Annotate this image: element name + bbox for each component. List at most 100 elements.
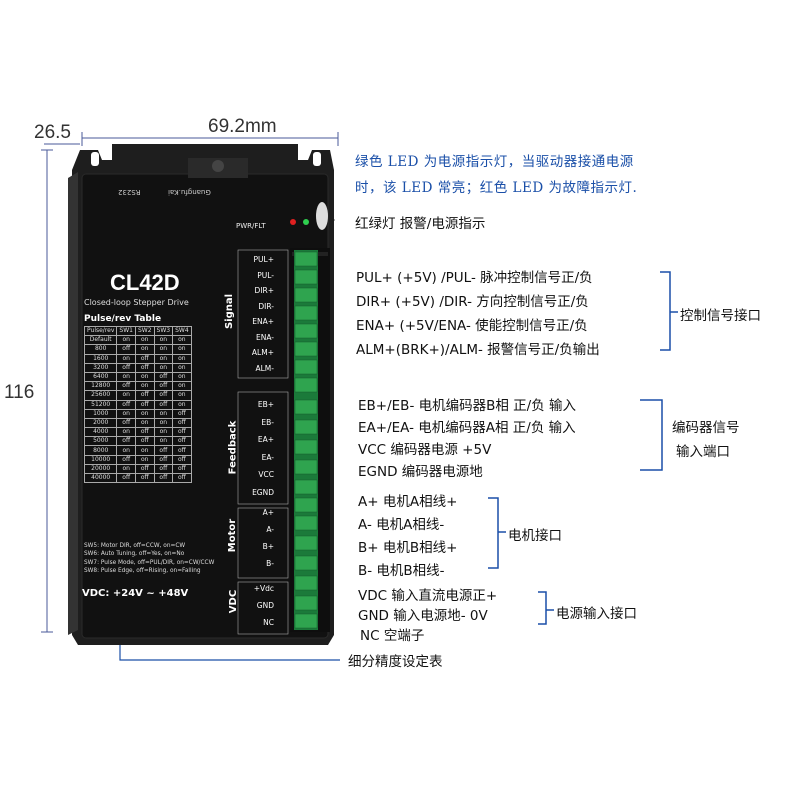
pin-label: DIR+ xyxy=(254,286,274,295)
table-cell: on xyxy=(172,335,192,346)
pin-label: +Vdc xyxy=(253,584,274,593)
table-cell: off xyxy=(172,472,192,484)
table-cell: off xyxy=(134,472,155,484)
power-led xyxy=(303,219,309,225)
table-cell: on xyxy=(172,362,192,373)
table-cell: on xyxy=(134,371,155,383)
vdc-range: VDC: +24V ~ +48V xyxy=(82,588,189,599)
table-cell: 12800 xyxy=(83,381,118,392)
pin-label: A+ xyxy=(262,508,274,517)
pin-label: VCC xyxy=(258,470,274,479)
control-line-1: PUL+ (+5V) /PUL- 脉冲控制信号正/负 xyxy=(356,270,593,286)
table-cell: on xyxy=(172,344,192,355)
table-cell: off xyxy=(116,344,136,355)
pin-label: PUL+ xyxy=(253,255,274,264)
table-cell: off xyxy=(153,454,174,465)
table-cell: on xyxy=(172,399,192,410)
table-cell: off xyxy=(134,362,155,373)
stepper-drive: RS232 Guangfu.Kai PWR/FLT CL42D Closed-l… xyxy=(38,130,340,650)
table-cell: on xyxy=(153,427,174,438)
table-cell: off xyxy=(172,408,192,419)
table-cell: on xyxy=(134,408,155,419)
table-cell: off xyxy=(153,399,174,410)
table-cell: 25600 xyxy=(83,390,118,401)
table-cell: on xyxy=(153,344,174,355)
table-cell: 1000 xyxy=(83,408,118,419)
table-cell: on xyxy=(116,335,136,346)
power-line-1: VDC 输入直流电源正+ xyxy=(358,588,498,604)
encoder-line-2: EA+/EA- 电机编码器A相 正/负 输入 xyxy=(358,420,576,436)
pin-label: A- xyxy=(266,525,274,534)
depth-dimension: 26.5 xyxy=(34,122,71,143)
table-cell: off xyxy=(172,454,192,465)
encoder-line-4: EGND 编码器电源地 xyxy=(358,464,483,480)
table-cell: off xyxy=(153,371,174,383)
section-vdc: VDC xyxy=(228,589,240,614)
table-cell: on xyxy=(153,436,174,447)
pin-label: ENA- xyxy=(255,332,274,342)
pin-label: PUL- xyxy=(257,270,274,280)
table-cell: off xyxy=(134,427,155,438)
table-cell: Default xyxy=(83,335,118,346)
pin-label: ALM+ xyxy=(251,348,274,357)
led-note-line-2: 时，该 LED 常亮；红色 LED 为故障指示灯. xyxy=(355,180,638,196)
pin-label: ENA+ xyxy=(252,317,274,326)
table-cell: on xyxy=(172,353,192,364)
table-cell: on xyxy=(134,381,155,392)
motor-line-1: A+ 电机A相线+ xyxy=(358,494,458,510)
table-cell: off xyxy=(116,436,136,447)
table-cell: off xyxy=(116,362,136,373)
pin-label: EA- xyxy=(261,452,274,462)
table-cell: on xyxy=(116,463,136,475)
table-header-cell: SW3 xyxy=(153,325,174,337)
led-note-line-1: 绿色 LED 为电源指示灯，当驱动器接通电源 xyxy=(355,154,634,170)
table-cell: on xyxy=(134,454,155,465)
table-cell: off xyxy=(153,472,174,484)
pin-label: B+ xyxy=(262,542,274,551)
table-header-cell: Pulse/rev xyxy=(83,325,118,337)
encoder-line-3: VCC 编码器电源 +5V xyxy=(358,442,492,458)
terminal-block xyxy=(294,250,318,630)
table-cell: on xyxy=(153,417,174,429)
motor-line-2: A- 电机A相线- xyxy=(358,517,445,533)
table-cell: off xyxy=(116,381,136,392)
brand-label: Guangfu.Kai xyxy=(168,188,211,196)
table-cell: 1600 xyxy=(83,353,118,364)
encoder-group-label-1: 编码器信号 xyxy=(672,420,740,436)
table-cell: 8000 xyxy=(83,445,118,456)
model-title: CL42D xyxy=(110,270,180,295)
fault-led xyxy=(290,219,296,225)
table-header-cell: SW4 xyxy=(172,325,192,337)
table-cell: off xyxy=(153,463,174,475)
switch-note: SW8: Pulse Edge, off=Rising, on=Falling xyxy=(84,567,201,574)
section-feedback: Feedback xyxy=(227,420,239,475)
height-dimension: 116 xyxy=(4,382,35,403)
table-cell: 40000 xyxy=(83,472,118,484)
table-cell: off xyxy=(172,427,192,438)
table-cell: off xyxy=(153,390,174,401)
section-motor: Motor xyxy=(227,518,239,553)
motor-line-3: B+ 电机B相线+ xyxy=(358,540,458,556)
table-cell: off xyxy=(116,472,136,484)
led-label: 红绿灯 报警/电源指示 xyxy=(355,216,486,232)
table-cell: on xyxy=(116,445,136,456)
motor-pin-labels: A+A-B+B- xyxy=(244,504,274,572)
table-cell: on xyxy=(153,353,174,364)
motor-line-4: B- 电机B相线- xyxy=(358,563,445,579)
table-cell: off xyxy=(134,463,155,475)
pwr-flt-label: PWR/FLT xyxy=(236,222,266,230)
switch-note: SW6: Auto Tuning, off=Yes, on=No xyxy=(84,551,185,558)
table-title: Pulse/rev Table xyxy=(84,314,162,324)
power-line-2: GND 输入电源地- 0V xyxy=(358,608,488,624)
table-cell: off xyxy=(172,463,192,475)
